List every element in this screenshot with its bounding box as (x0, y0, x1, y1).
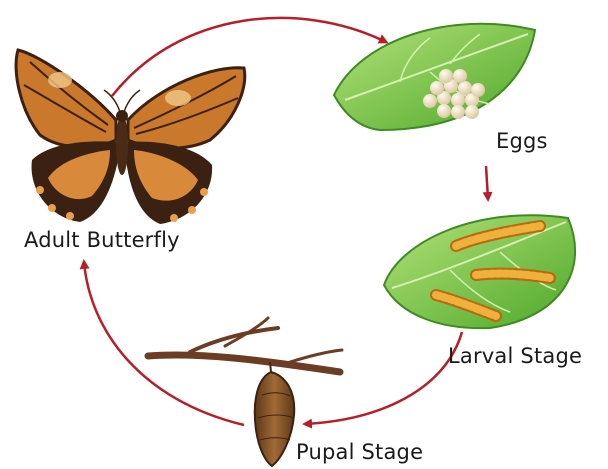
caterpillar-2 (476, 274, 550, 278)
label-adult-butterfly: Adult Butterfly (24, 228, 180, 252)
label-pupal-stage: Pupal Stage (296, 440, 423, 464)
arrow-eggs-to-larval (486, 166, 488, 199)
label-eggs: Eggs (496, 129, 548, 153)
caterpillars-on-leaf-icon (384, 215, 575, 328)
label-larval-stage: Larval Stage (448, 344, 582, 368)
eggs-on-leaf-icon (334, 24, 535, 130)
arrow-larval-to-pupal (305, 332, 462, 424)
arrow-pupal-to-adult (84, 262, 244, 425)
